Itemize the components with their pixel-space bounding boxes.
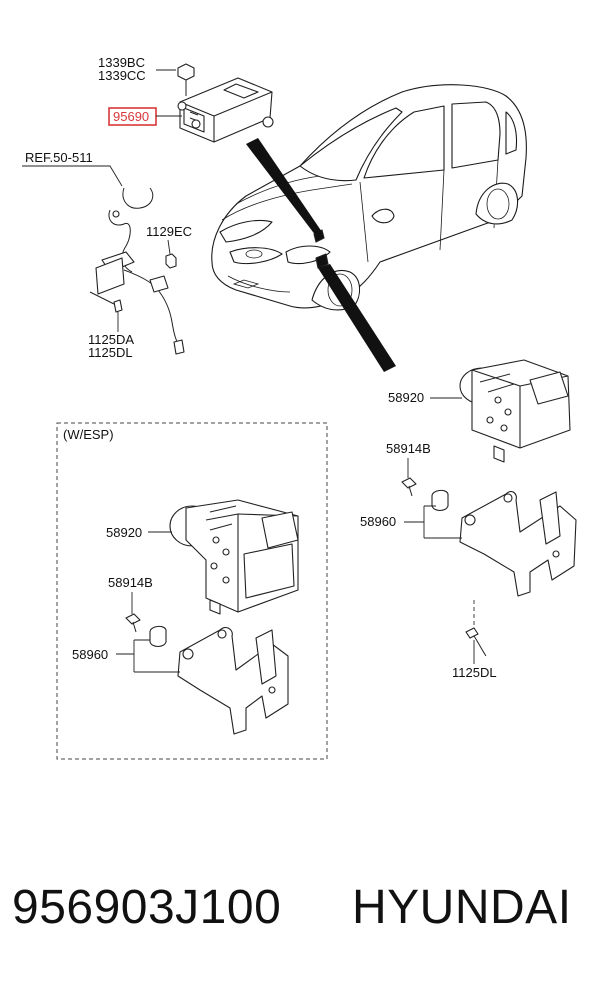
label-ref-50-511: REF.50-511: [25, 150, 93, 165]
label-1129ec: 1129EC: [146, 224, 192, 239]
label-1339cc: 1339CC: [98, 68, 146, 83]
abs-unit-esp: [169, 499, 299, 615]
leader-abs: [318, 264, 396, 372]
bracket-58960-esp: [149, 625, 289, 735]
bolt-1125da: [89, 291, 123, 313]
wheel-speed-sensor: [95, 187, 185, 355]
label-1125dl-right: 1125DL: [452, 665, 497, 680]
label-58920-esp: 58920: [106, 525, 142, 540]
parts-diagram: 1339BC 1339CC 95690 REF.50-511 1129EC 11…: [22, 55, 577, 760]
part-number: 956903J100: [12, 881, 282, 934]
bolt-1339: [177, 63, 195, 96]
label-95690: 95690: [113, 109, 149, 124]
leader-airbag: [246, 138, 322, 236]
brand-name: HYUNDAI: [352, 881, 572, 934]
airbag-module: [177, 77, 274, 143]
footer: 956903J100 HYUNDAI: [0, 868, 600, 968]
label-1125dl-left: 1125DL: [88, 345, 133, 360]
highlight-box-95690: [108, 107, 157, 126]
screw-58914b-right: [401, 477, 417, 497]
label-1125da: 1125DA: [88, 332, 134, 347]
label-58914b-right: 58914B: [386, 441, 431, 456]
bolt-1125dl-right: [465, 627, 487, 657]
label-w-esp: (W/ESP): [63, 427, 114, 442]
label-58914b-esp: 58914B: [108, 575, 153, 590]
bolt-1129ec: [165, 253, 177, 269]
abs-unit-right: [459, 359, 571, 463]
label-58960-right: 58960: [360, 514, 396, 529]
label-1339bc: 1339BC: [98, 55, 145, 70]
esp-group-box: [56, 422, 328, 760]
label-58960-esp: 58960: [72, 647, 108, 662]
screw-58914b-esp: [125, 613, 141, 633]
label-58920-right: 58920: [388, 390, 424, 405]
bracket-58960-right: [431, 489, 577, 597]
